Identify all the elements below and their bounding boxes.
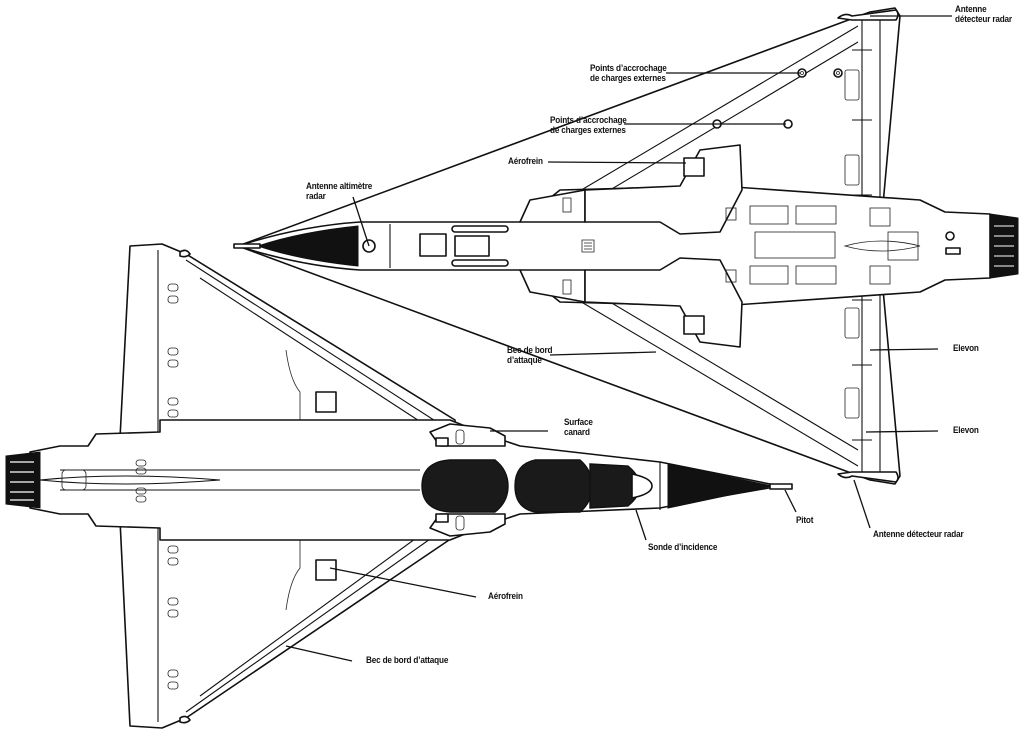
pitot-tube-underside [233, 243, 261, 249]
airbrake-left [683, 157, 705, 177]
leading-edge-left [577, 25, 859, 197]
label-aerofrein-top: Aérofrein [508, 156, 543, 167]
nose-gear-bay [419, 233, 447, 257]
canopy-rear [421, 459, 509, 513]
label-bec-bord-attaque-short: Bec de bord d’attaque [507, 345, 553, 366]
elevon-strip-right [861, 290, 881, 480]
nozzle-petals [994, 225, 1014, 267]
label-antenne-detecteur-radar-top: Antenne détecteur radar [955, 4, 1012, 25]
engine-nozzle-topside [5, 451, 41, 509]
wingtip-antenna-top [837, 9, 899, 21]
elevon-strip-left [861, 12, 881, 205]
pitot-tube [769, 483, 793, 490]
aft-fuselage-panels [61, 459, 147, 503]
label-antenne-detecteur-radar-bottom: Antenne détecteur radar [873, 529, 964, 540]
leader-lines [285, 15, 952, 662]
label-bec-bord-attaque-long: Bec de bord d’attaque [366, 655, 449, 666]
label-antenne-altimetre-radar: Antenne altimètre radar [306, 181, 373, 202]
elevon-hinges [852, 49, 872, 441]
label-elevon-1: Elevon [953, 343, 979, 354]
aircraft-topside-view [5, 243, 793, 729]
label-aerofrein-bottom: Aérofrein [488, 591, 523, 602]
label-surface-canard: Surface canard [564, 417, 593, 438]
leading-edge-upper [185, 259, 441, 429]
canopy-front [514, 459, 593, 513]
label-elevon-2: Elevon [953, 425, 979, 436]
wingtip-antenna-bottom [837, 471, 899, 483]
leading-edge-lower [185, 527, 441, 713]
nozzle-petals-topside [10, 461, 34, 501]
nose-radome [256, 225, 359, 267]
leading-edge-right [577, 295, 859, 467]
airbrake-lower [315, 559, 337, 581]
nose-radome-top [667, 463, 773, 509]
airbrake-upper [315, 391, 337, 413]
hardpoints [712, 68, 843, 129]
airbrake-right [683, 315, 705, 335]
belly-panels [562, 69, 921, 419]
label-pitot: Pitot [796, 515, 814, 526]
aircraft-underside-view [233, 7, 1019, 485]
label-sonde-incidence: Sonde d’incidence [648, 542, 718, 553]
wing-lower [119, 519, 456, 729]
label-points-accrochage-2: Points d’accrochage de charges externes [550, 115, 627, 136]
label-points-accrochage-1: Points d’accrochage de charges externes [590, 63, 667, 84]
elevon-slots [167, 283, 179, 690]
